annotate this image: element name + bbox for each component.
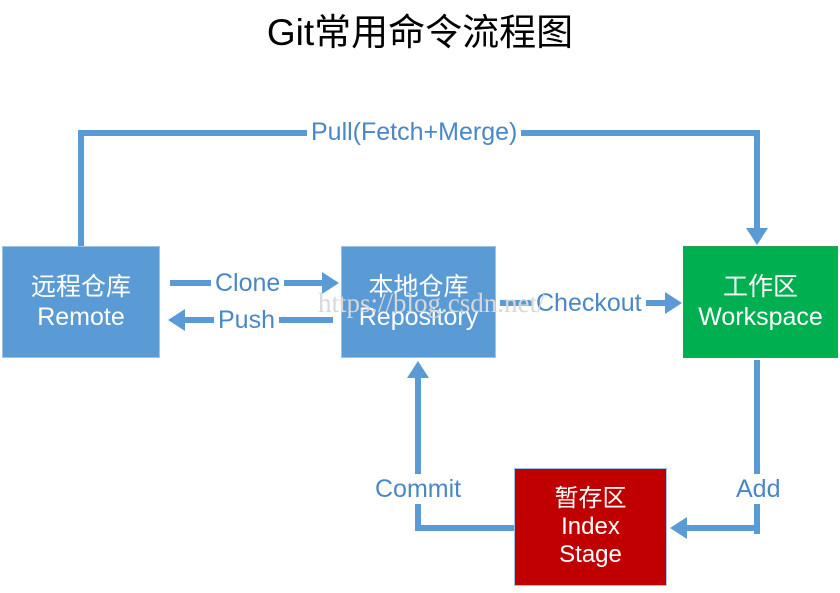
node-index[interactable]: 暂存区 Index Stage (514, 468, 667, 586)
edge-label-commit: Commit (371, 474, 466, 504)
clone-arrowhead-icon (322, 272, 339, 294)
edge-label-add: Add (732, 474, 785, 504)
edge-label-checkout: Checkout (532, 288, 646, 318)
edge-label-clone: Clone (211, 268, 285, 298)
add-arrowhead-icon (670, 517, 687, 539)
commit-arrowhead-icon (407, 361, 429, 378)
node-repository-line-2: Repository (358, 303, 479, 331)
node-index-line-1: 暂存区 (554, 485, 627, 512)
commit-edge-vertical (415, 378, 421, 531)
node-repository-line-1: 本地仓库 (368, 273, 469, 301)
edge-label-pull: Pull(Fetch+Merge) (307, 117, 522, 147)
page-title: Git常用命令流程图 (266, 12, 574, 53)
checkout-arrowhead-icon (665, 292, 682, 314)
node-index-line-2: Index (561, 513, 620, 540)
add-edge-horizontal (684, 525, 760, 531)
node-index-line-3: Stage (559, 541, 622, 568)
node-workspace-line-2: Workspace (698, 303, 823, 331)
push-arrowhead-icon (168, 309, 185, 331)
add-edge-vertical (754, 360, 760, 534)
node-remote-line-1: 远程仓库 (30, 273, 131, 301)
pull-edge-vertical-left (78, 133, 84, 249)
node-remote[interactable]: 远程仓库 Remote (2, 246, 160, 358)
node-workspace-line-1: 工作区 (722, 273, 798, 301)
node-remote-line-2: Remote (37, 303, 125, 331)
pull-arrowhead-icon (746, 228, 768, 245)
edge-label-push: Push (214, 305, 279, 335)
commit-edge-horizontal (415, 525, 515, 531)
node-repository[interactable]: 本地仓库 Repository (341, 246, 496, 358)
pull-edge-vertical-right (754, 130, 760, 230)
node-workspace[interactable]: 工作区 Workspace (683, 246, 838, 358)
